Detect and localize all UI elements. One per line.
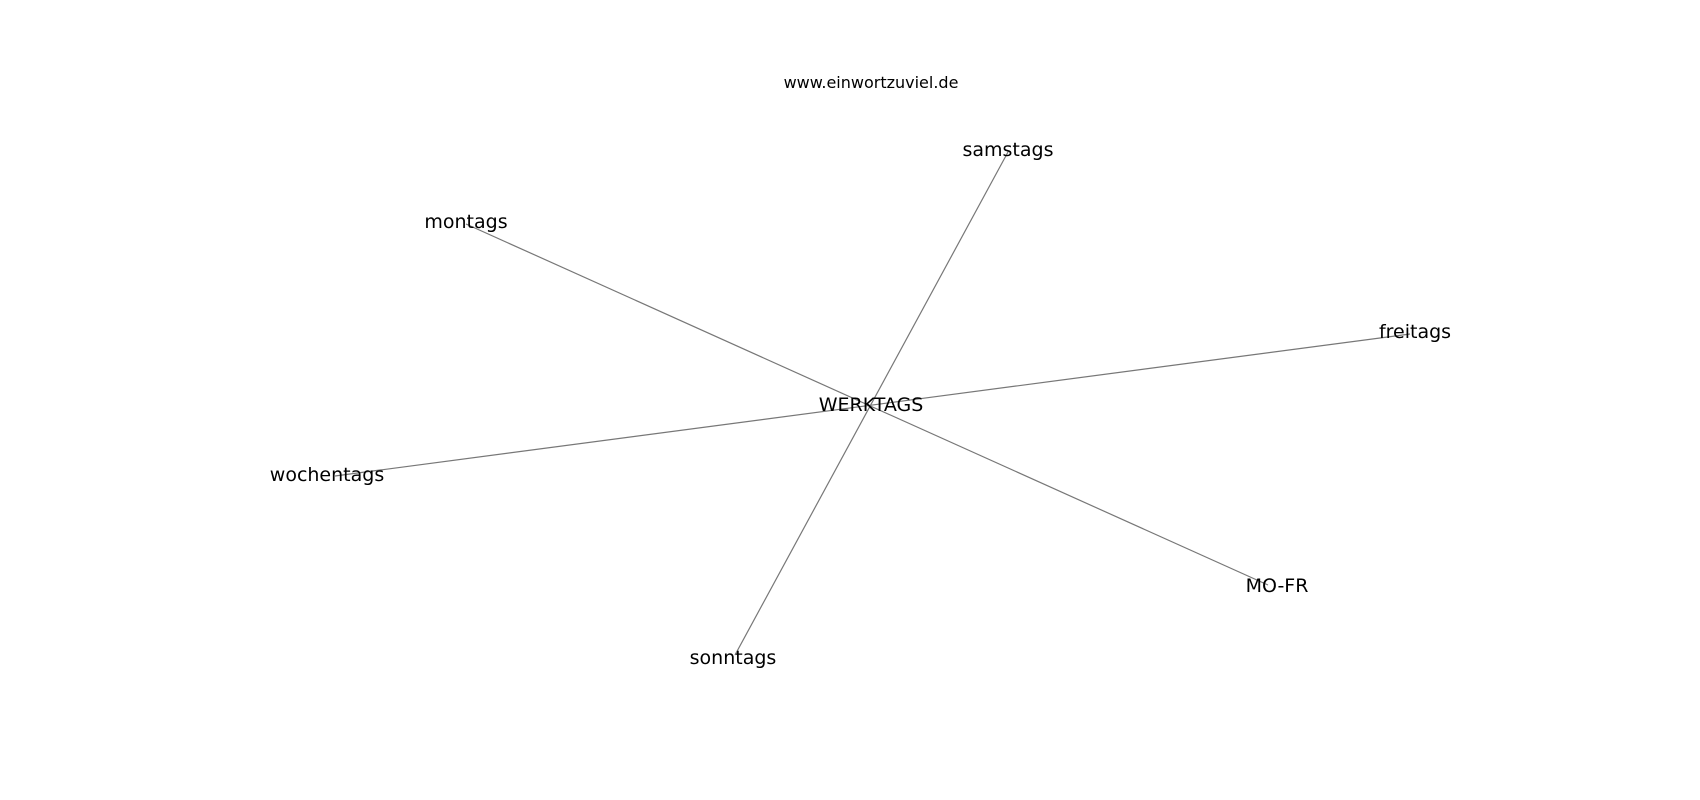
- edge-freitags-wochentags: [334, 333, 1411, 477]
- edge-samstags-sonntags: [734, 151, 1009, 656]
- site-url: www.einwortzuviel.de: [784, 73, 959, 92]
- edge-montags-mofr: [465, 223, 1269, 586]
- node-wochentags: wochentags: [270, 464, 384, 486]
- node-sonntags: sonntags: [690, 647, 777, 669]
- node-freitags: freitags: [1379, 321, 1451, 343]
- edges: [334, 151, 1411, 656]
- nodes: WERKTAGS samstags montags freitags woche…: [270, 139, 1451, 669]
- node-mofr: MO-FR: [1246, 575, 1309, 597]
- node-montags: montags: [424, 211, 507, 233]
- node-samstags: samstags: [962, 139, 1053, 161]
- node-center: WERKTAGS: [819, 394, 924, 416]
